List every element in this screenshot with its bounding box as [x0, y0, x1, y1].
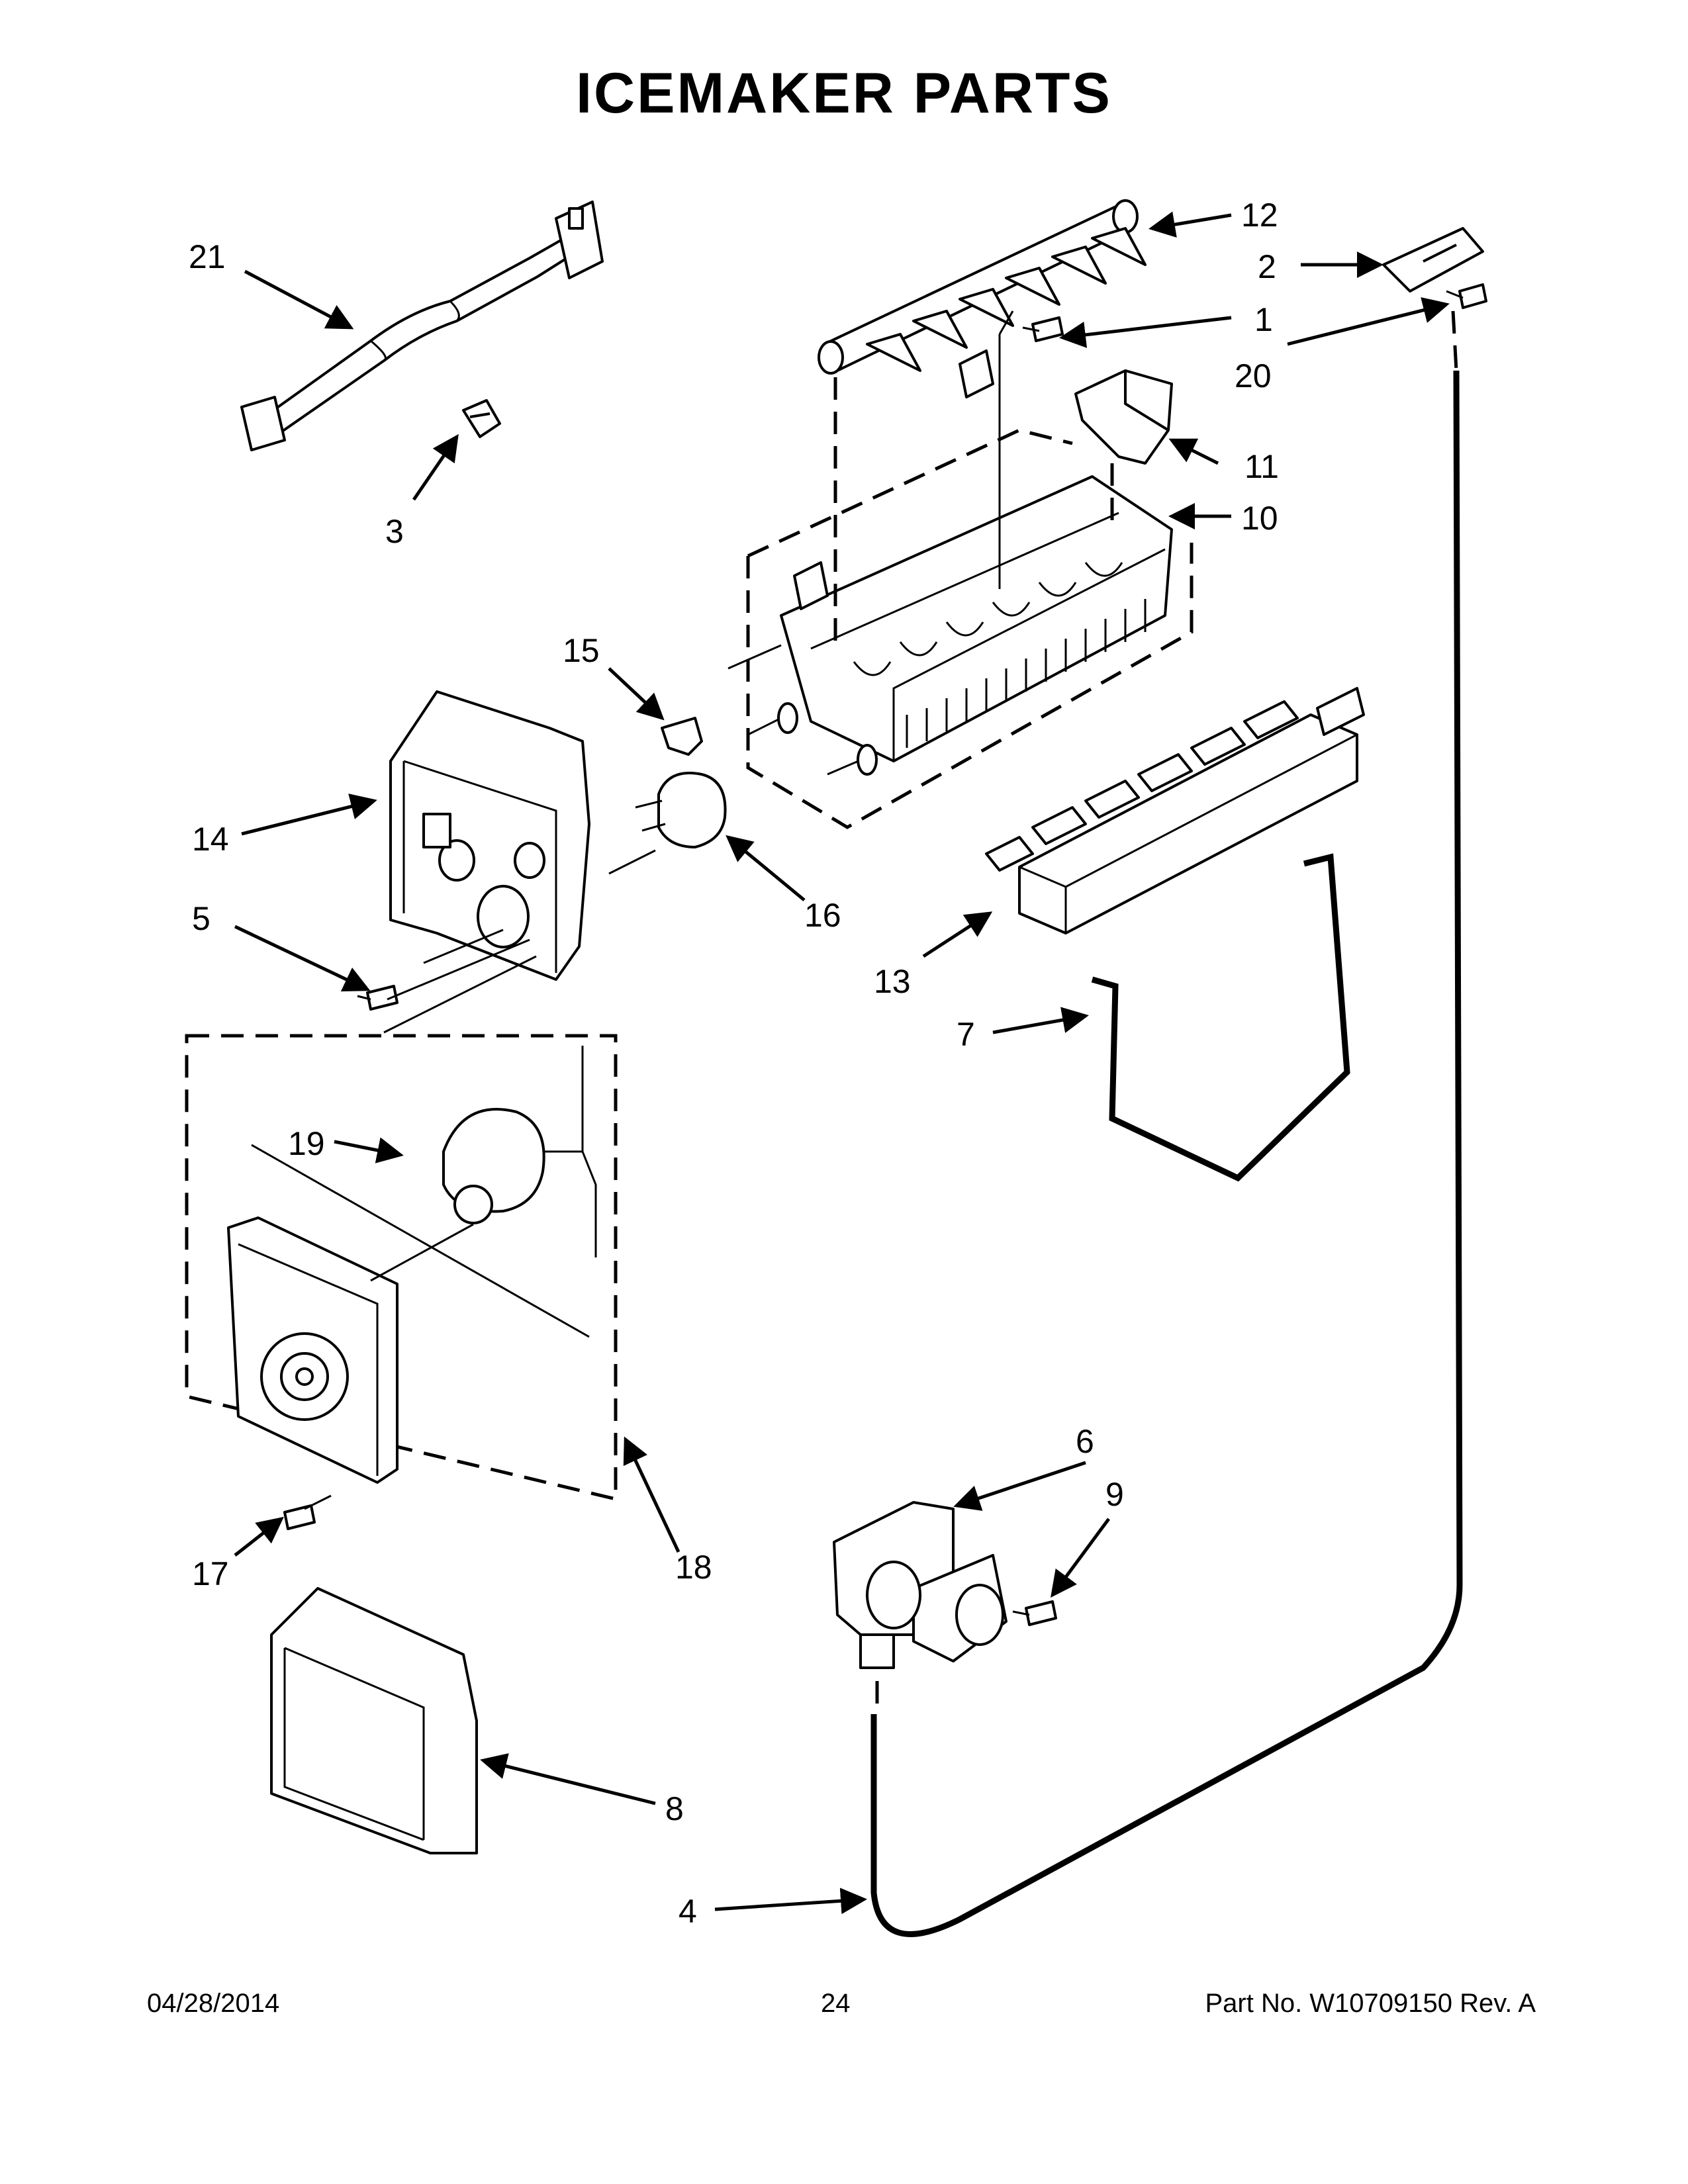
callout-4: 4: [679, 1893, 697, 1930]
callout-10: 10: [1241, 500, 1278, 537]
stripper-part: [985, 687, 1365, 934]
callout-19: 19: [288, 1125, 325, 1162]
motor-mount-part: [227, 1216, 399, 1484]
housing-part: [389, 690, 590, 981]
footer-date: 04/28/2014: [147, 1989, 280, 2018]
callout-8: 8: [665, 1790, 684, 1827]
callout-3: 3: [385, 513, 404, 550]
page-title: ICEMAKER PARTS: [576, 62, 1112, 125]
callout-17: 17: [192, 1555, 229, 1592]
mold-cover-part: [1074, 369, 1173, 465]
callout-18: 18: [675, 1549, 712, 1586]
water-tube-part: [870, 370, 1463, 1937]
callout-1: 1: [1254, 301, 1273, 338]
callout-6: 6: [1076, 1423, 1094, 1460]
ejector-part: [818, 199, 1147, 375]
thermostat-clip-part: [661, 717, 703, 756]
thermostat-part: [635, 772, 727, 848]
bracket-part: [1382, 227, 1484, 293]
callout-20: 20: [1235, 357, 1272, 394]
callout-12: 12: [1241, 197, 1278, 234]
callout-13: 13: [874, 963, 911, 1000]
screw-1-part: [1022, 316, 1064, 342]
motor-part: [442, 1046, 597, 1257]
screw-5-part: [357, 985, 399, 1011]
callout-15: 15: [563, 632, 600, 669]
wire-clip-part: [462, 399, 501, 438]
callout-7: 7: [957, 1016, 975, 1053]
front-cover-part: [270, 1587, 478, 1854]
screw-20-part: [1446, 283, 1487, 309]
footer-part-number: Part No. W10709150 Rev. A: [1205, 1989, 1536, 2018]
shutoff-arm-part: [1091, 853, 1350, 1182]
callout-21: 21: [189, 238, 226, 275]
callout-9: 9: [1105, 1476, 1124, 1513]
water-valve-part: [833, 1501, 1008, 1669]
ice-mold-part: [727, 349, 1173, 776]
callout-11: 11: [1244, 448, 1279, 485]
footer-page-number: 24: [821, 1989, 851, 2018]
callout-16: 16: [804, 897, 841, 934]
screw-17-part: [283, 1494, 332, 1530]
callout-14: 14: [192, 821, 229, 858]
callout-2: 2: [1258, 248, 1276, 285]
callout-5: 5: [192, 900, 211, 937]
screw-9-part: [1012, 1600, 1057, 1626]
wire-harness-part: [240, 201, 604, 451]
